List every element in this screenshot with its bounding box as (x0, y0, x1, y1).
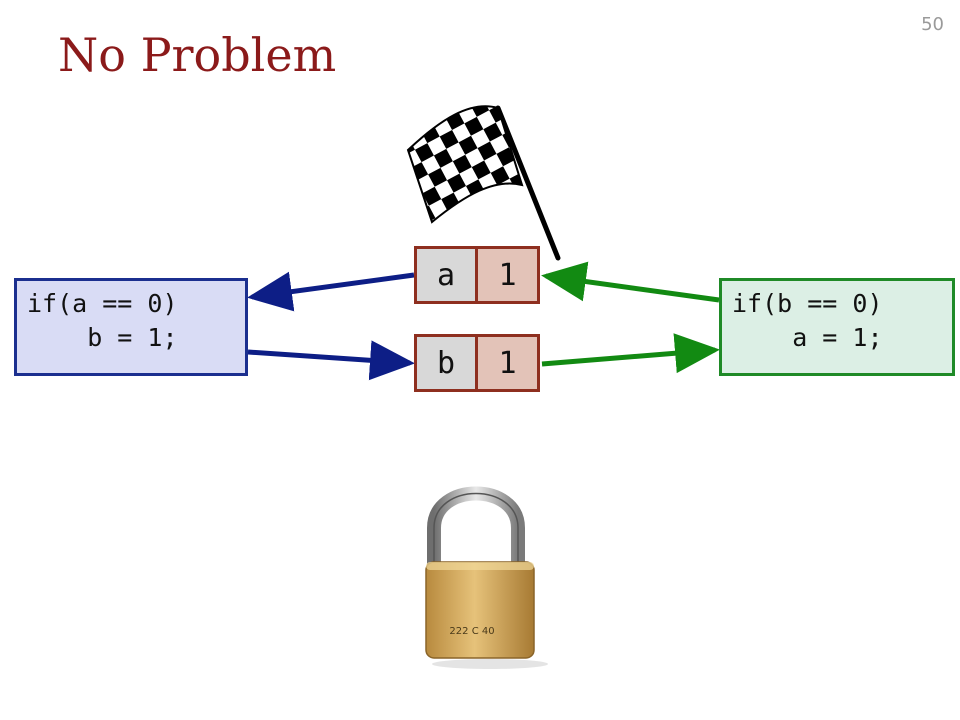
arrow-right-thread-to-a (541, 261, 720, 303)
code-line: a = 1; (732, 323, 883, 352)
code-line: if(b == 0) (732, 289, 883, 318)
checkered-flag-icon (406, 105, 561, 261)
arrow-left-thread-to-b (247, 340, 415, 381)
padlock-engraving: 222 C 40 (449, 626, 494, 637)
variable-value: 1 (478, 249, 537, 301)
thread-left-code-box: if(a == 0) b = 1; (14, 278, 248, 376)
arrow-a-to-left-thread (247, 271, 415, 312)
arrow-b-to-right-thread (541, 333, 720, 374)
variable-value: 1 (478, 337, 537, 389)
variable-name: a (417, 249, 478, 301)
variable-b-box: b 1 (414, 334, 540, 392)
code-line: b = 1; (27, 323, 178, 352)
page-number: 50 (921, 14, 944, 35)
thread-right-code-box: if(b == 0) a = 1; (719, 278, 955, 376)
variable-name: b (417, 337, 478, 389)
padlock-icon (425, 486, 548, 669)
code-line: if(a == 0) (27, 289, 178, 318)
variable-a-box: a 1 (414, 246, 540, 304)
slide-title: No Problem (58, 28, 337, 82)
